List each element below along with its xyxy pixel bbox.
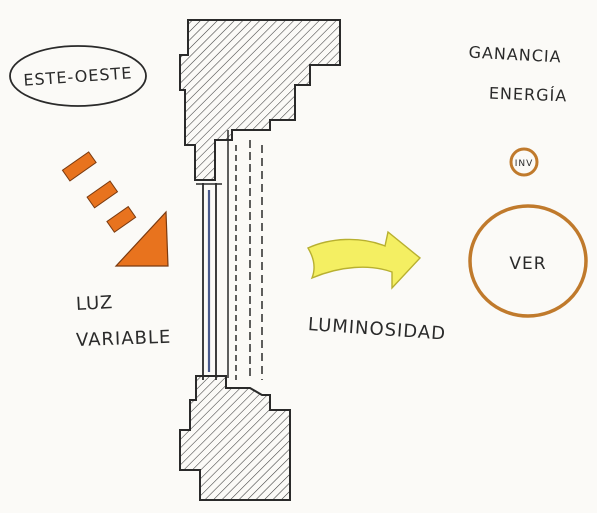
energy-gain-label-line2: ENERGÍA — [489, 84, 568, 106]
lower-wall-section — [180, 376, 290, 500]
summer-label: VER — [509, 254, 546, 274]
energy-circles — [470, 149, 586, 316]
upper-wall-section — [180, 20, 340, 180]
orientation-label: ESTE-OESTE — [23, 63, 133, 90]
winter-label: INV — [515, 159, 534, 169]
energy-gain-label-line1: GANANCIA — [468, 43, 562, 67]
light-label-line2: VARIABLE — [76, 327, 172, 351]
sun-ray-arrow — [62, 152, 168, 266]
luminosity-arrow — [308, 232, 420, 288]
luminosity-label: LUMINOSIDAD — [307, 314, 446, 345]
light-label-line1: LUZ — [75, 292, 113, 315]
